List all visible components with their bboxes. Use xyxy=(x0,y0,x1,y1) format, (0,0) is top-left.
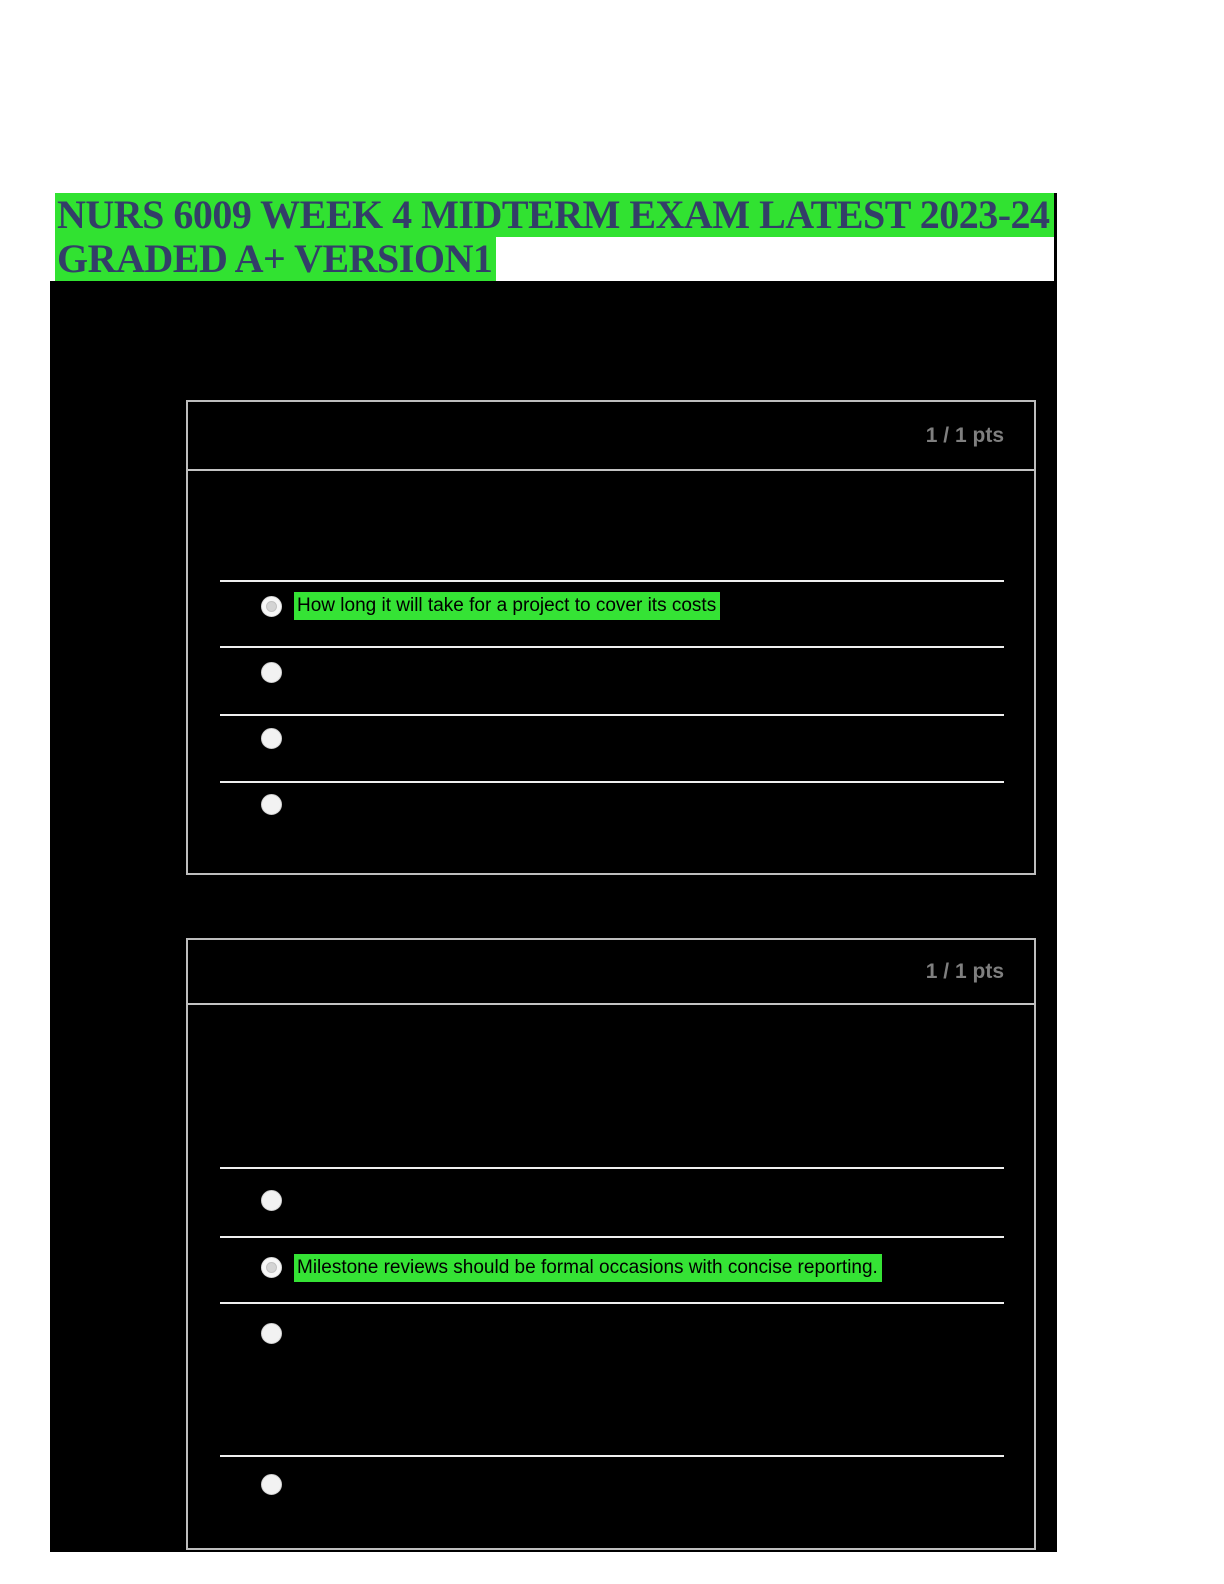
header-divider xyxy=(188,469,1034,471)
points-label: 1 / 1 pts xyxy=(925,959,1004,983)
page-edge-line xyxy=(1054,193,1057,281)
header-divider xyxy=(188,1003,1034,1005)
answer-radio[interactable] xyxy=(261,728,282,749)
question-card-2: 1 / 1 pts Milestone reviews should be fo… xyxy=(186,938,1036,1550)
answer-divider xyxy=(220,1455,1004,1457)
exam-title-line-2: GRADED A+ VERSION1 xyxy=(55,237,1055,281)
answer-divider xyxy=(220,646,1004,648)
title-highlight: NURS 6009 WEEK 4 MIDTERM EXAM LATEST 202… xyxy=(55,193,1054,237)
answer-radio[interactable] xyxy=(261,1474,282,1495)
answer-radio-selected[interactable] xyxy=(261,1257,282,1278)
answer-divider xyxy=(220,580,1004,582)
exam-title: NURS 6009 WEEK 4 MIDTERM EXAM LATEST 202… xyxy=(55,193,1055,281)
exam-screenshot-region: 1 / 1 pts How long it will take for a pr… xyxy=(50,281,1057,1552)
question-card-1: 1 / 1 pts How long it will take for a pr… xyxy=(186,400,1036,875)
question-header: 1 / 1 pts xyxy=(188,940,1034,1003)
exam-title-line-1: NURS 6009 WEEK 4 MIDTERM EXAM LATEST 202… xyxy=(55,193,1055,237)
answer-divider xyxy=(220,714,1004,716)
answer-radio[interactable] xyxy=(261,794,282,815)
points-label: 1 / 1 pts xyxy=(925,423,1004,447)
title-highlight: GRADED A+ VERSION1 xyxy=(55,237,497,281)
answer-divider xyxy=(220,1167,1004,1169)
answer-radio-selected[interactable] xyxy=(261,596,282,617)
answer-divider xyxy=(220,1236,1004,1238)
answer-radio[interactable] xyxy=(261,662,282,683)
question-header: 1 / 1 pts xyxy=(188,402,1034,469)
answer-text: How long it will take for a project to c… xyxy=(294,592,721,620)
answer-radio[interactable] xyxy=(261,1323,282,1344)
answer-radio[interactable] xyxy=(261,1190,282,1211)
answer-text: Milestone reviews should be formal occas… xyxy=(294,1254,882,1282)
answer-divider xyxy=(220,1302,1004,1304)
answer-divider xyxy=(220,781,1004,783)
